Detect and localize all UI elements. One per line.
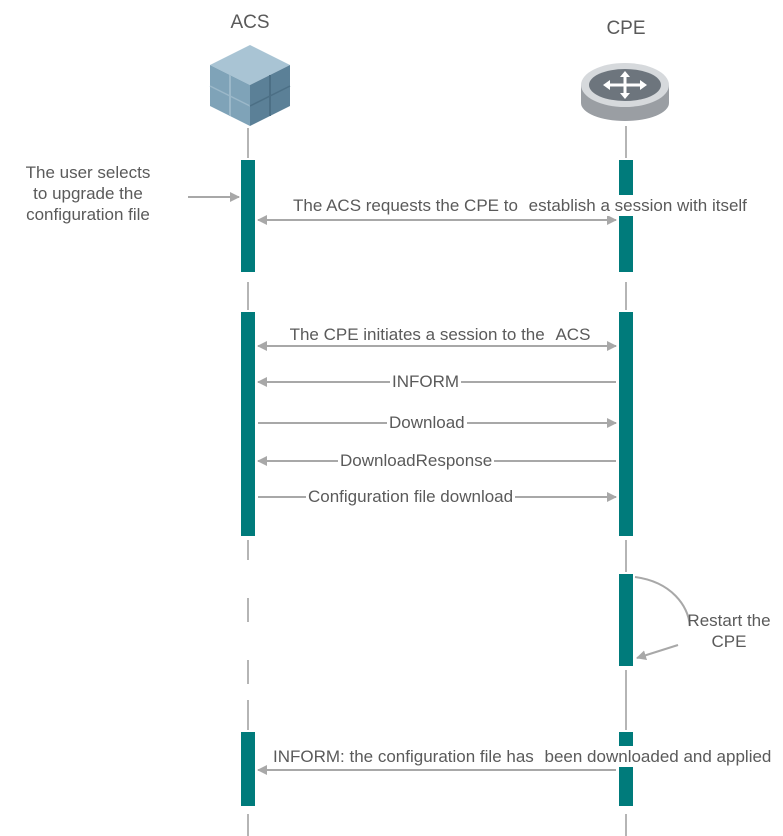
- inform-label: INFORM: [390, 371, 462, 392]
- cpe-activation-1: [619, 160, 633, 272]
- restart-line-2: CPE: [711, 632, 747, 651]
- acs-activation-3: [241, 732, 255, 806]
- initiate-session-label: The CPE initiates a session to the ACS: [268, 324, 612, 345]
- user-action-note: The user selects to upgrade the configur…: [4, 162, 172, 225]
- user-action-line-2: to upgrade the: [33, 184, 143, 203]
- acs-activation-1: [241, 160, 255, 272]
- acs-title: ACS: [230, 12, 270, 33]
- download-label: Download: [387, 412, 467, 433]
- cpe-activation-2: [619, 312, 633, 536]
- cpe-title: CPE: [606, 18, 646, 39]
- request-session-line-2: establish a session with itself: [525, 195, 750, 216]
- server-cube-icon: [209, 45, 291, 126]
- cpe-activation-restart: [619, 574, 633, 666]
- restart-line-1: Restart the: [687, 611, 771, 630]
- acs-activation-2: [241, 312, 255, 536]
- config-download-label: Configuration file download: [306, 486, 516, 507]
- request-session-label: The ACS requests the CPE to establish a …: [288, 195, 750, 216]
- user-action-line-1: The user selects: [25, 163, 151, 182]
- initiate-session-line-2: ACS: [552, 324, 594, 345]
- router-icon: [581, 63, 669, 121]
- final-inform-line-2: been downloaded and applied: [541, 746, 775, 767]
- cpe-activation-3: [619, 732, 633, 806]
- initiate-session-line-1: The CPE initiates a session to the: [286, 324, 548, 345]
- user-action-line-3: configuration file: [26, 205, 150, 224]
- download-response-label: DownloadResponse: [338, 450, 495, 471]
- restart-arrow: [636, 644, 679, 661]
- request-session-line-1: The ACS requests the CPE to: [290, 195, 521, 216]
- final-inform-label: INFORM: the configuration file has been …: [268, 746, 775, 767]
- final-inform-line-1: INFORM: the configuration file has: [270, 746, 537, 767]
- restart-note: Restart the CPE: [672, 610, 783, 652]
- restart-curve: [634, 576, 691, 627]
